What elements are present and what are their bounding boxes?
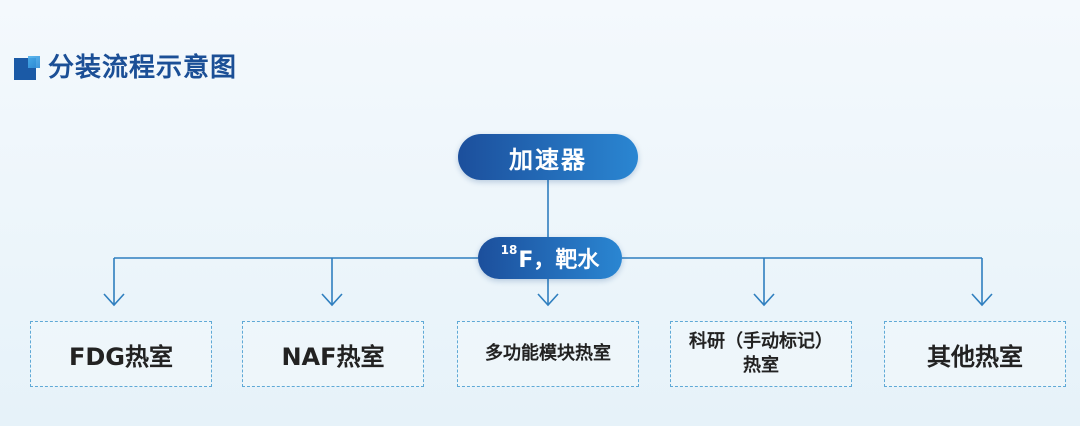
- diagram-title: 分装流程示意图: [48, 53, 238, 83]
- leaf-label: 多功能模块热室: [485, 343, 611, 364]
- arrow-down-icon: [537, 293, 559, 307]
- arrow-down-icon: [103, 293, 125, 307]
- section-header: 分装流程示意图: [14, 52, 237, 84]
- multifunction-module-hot-cell-node: 多功能模块热室: [457, 321, 639, 387]
- leaf-label: NAF热室: [281, 342, 385, 371]
- research-manual-labeling-hot-cell-node: 科研（手动标记） 热室: [670, 321, 852, 387]
- fdg-hot-cell-node: FDG热室: [30, 321, 212, 387]
- accelerator-label: 加速器: [509, 145, 587, 174]
- arrow-down-icon: [321, 293, 343, 307]
- accelerator-node: 加速器: [458, 134, 638, 180]
- square-marker-icon: [14, 54, 42, 82]
- isotope-mass-number: 18: [500, 243, 518, 257]
- arrow-down-icon: [971, 293, 993, 307]
- leaf-label: 其他热室: [927, 342, 1023, 371]
- arrow-down-icon: [753, 293, 775, 307]
- leaf-label: FDG热室: [68, 342, 173, 371]
- other-hot-cell-node: 其他热室: [884, 321, 1066, 387]
- naf-hot-cell-node: NAF热室: [242, 321, 424, 387]
- target-water-label: F，靶水: [518, 248, 600, 273]
- leaf-label: 科研（手动标记） 热室: [689, 331, 833, 376]
